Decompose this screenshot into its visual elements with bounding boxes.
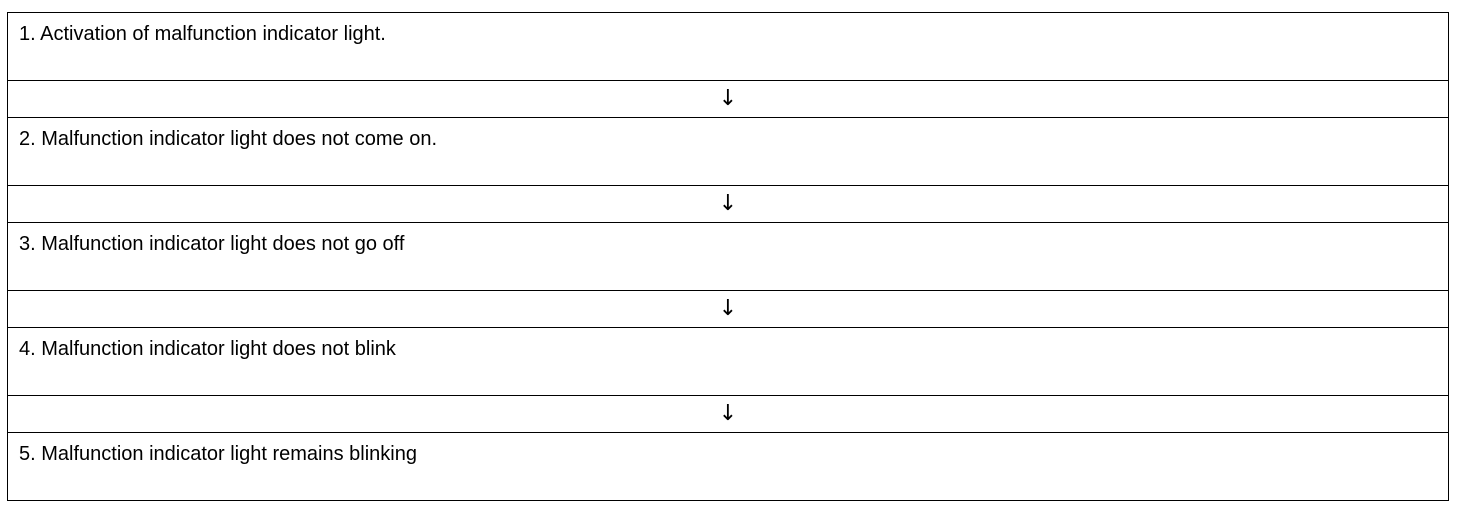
step-3-box: 3. Malfunction indicator light does not … (8, 223, 1448, 290)
step-2-label: 2. Malfunction indicator light does not … (19, 128, 438, 150)
arrow-down-icon: ↓ (718, 191, 738, 216)
step-1-box: 1. Activation of malfunction indicator l… (8, 13, 1448, 80)
flowchart: 1. Activation of malfunction indicator l… (7, 12, 1449, 501)
arrow-down-icon: ↓ (718, 401, 738, 426)
arrow-down-icon: ↓ (718, 86, 738, 111)
step-5-label: 5. Malfunction indicator light remains b… (19, 443, 417, 465)
connector-1: ↓ (8, 80, 1448, 118)
step-2-box: 2. Malfunction indicator light does not … (8, 118, 1448, 185)
step-3-label: 3. Malfunction indicator light does not … (19, 233, 405, 255)
step-1-label: 1. Activation of malfunction indicator l… (19, 23, 386, 45)
step-4-box: 4. Malfunction indicator light does not … (8, 328, 1448, 395)
arrow-down-icon: ↓ (718, 296, 738, 321)
step-5-box: 5. Malfunction indicator light remains b… (8, 433, 1448, 500)
connector-2: ↓ (8, 185, 1448, 223)
step-4-label: 4. Malfunction indicator light does not … (19, 338, 396, 360)
connector-3: ↓ (8, 290, 1448, 328)
connector-4: ↓ (8, 395, 1448, 433)
